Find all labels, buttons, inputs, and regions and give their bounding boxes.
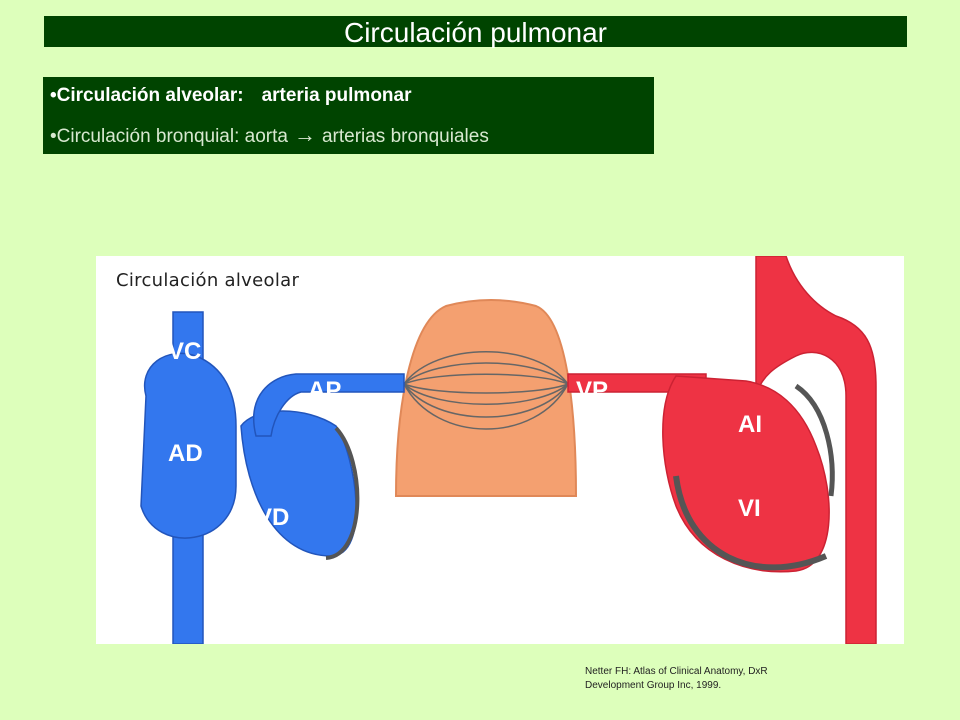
citation: Netter FH: Atlas of Clinical Anatomy, Dx… [585, 665, 825, 693]
bullet-bronquial: •Circulación bronquial: aorta→arterias b… [50, 122, 489, 148]
capillary-network [403, 351, 569, 430]
left-ventricle-shadow [673, 475, 828, 571]
bullet-alveolar-value: arteria pulmonar [261, 85, 412, 106]
left-atrium-shadow [794, 383, 835, 497]
label-vd: VD [256, 504, 290, 531]
label-ao: Ao [700, 329, 732, 356]
bullet-alveolar-label: •Circulación alveolar: [50, 85, 244, 106]
heart-lung-illustration [140, 256, 877, 644]
label-vc-bottom: VC [138, 576, 172, 603]
right-heart-blue [140, 311, 405, 644]
bullet-bronquial-value: arterias bronquiales [321, 126, 489, 147]
citation-line-1: Netter FH: Atlas of Clinical Anatomy, Dx… [585, 666, 768, 677]
label-ad: AD [168, 440, 203, 467]
label-vc-top: VC [168, 338, 202, 365]
bullet-bronquial-label: •Circulación bronquial: aorta [50, 126, 288, 147]
label-ap: AP [308, 377, 342, 404]
bullet-alveolar: •Circulación alveolar: arteria pulmonar [50, 85, 412, 107]
left-heart-red [567, 256, 877, 644]
citation-line-2: Development Group Inc, 1999. [585, 680, 722, 691]
label-vp: VP [576, 377, 609, 404]
label-ai: AI [738, 411, 762, 438]
figure-caption: Circulación alveolar [116, 270, 300, 291]
right-ventricle-shadow [325, 426, 360, 560]
label-vi: VI [738, 495, 761, 522]
circulation-diagram: Circulación alveolar VC AD VD VC AP VP A… [96, 256, 904, 644]
bullet-box: •Circulación alveolar: arteria pulmonar •… [43, 77, 654, 154]
lung-shape [394, 299, 578, 497]
slide-title: Circulación pulmonar [44, 16, 907, 48]
right-arrow-icon: → [293, 122, 316, 147]
